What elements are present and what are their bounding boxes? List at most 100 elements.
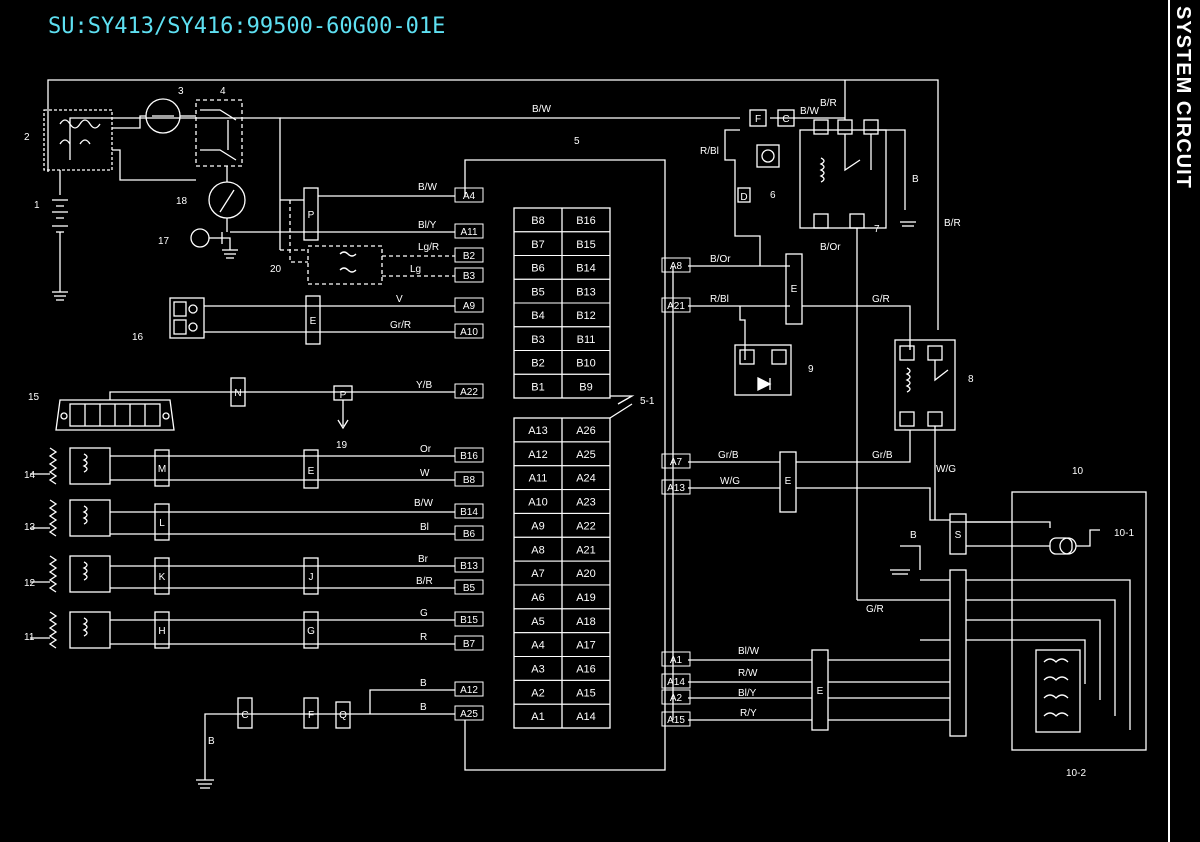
wire-label: W/G <box>936 464 956 475</box>
ecm-pin: A4 <box>531 640 544 652</box>
ecm-pin: B2 <box>531 358 544 370</box>
ecm-left-terminal <box>454 297 484 313</box>
component-15 <box>55 377 455 431</box>
wire-label: R/W <box>738 668 758 679</box>
ecm-left-terminal-label: A4 <box>463 191 476 202</box>
ecm-left-terminal <box>454 471 484 487</box>
ecm-left-terminal-label: B7 <box>463 639 476 650</box>
connector-letter: G <box>307 626 315 637</box>
wire-label: Bl/Y <box>738 688 757 699</box>
ecm-pin: B14 <box>576 263 596 275</box>
wire-label: B <box>420 702 427 713</box>
ecm-left-terminal <box>454 383 484 399</box>
connector-letter: S <box>955 530 962 541</box>
connector-letter: P <box>308 210 315 221</box>
ecm-left-terminal-label: B13 <box>460 561 478 572</box>
motor-10-block <box>857 491 1147 751</box>
ecm-pin: A18 <box>576 616 596 628</box>
wire-label: G/R <box>866 604 884 615</box>
wire-label: B/R <box>416 576 433 587</box>
ecm-pin: A3 <box>531 664 544 676</box>
ecm-left-terminal <box>454 323 484 339</box>
wire-label: Or <box>420 444 432 455</box>
callout-number: 17 <box>158 236 170 247</box>
ecm-right-terminal-label: A21 <box>667 301 685 312</box>
ecm-pin: A25 <box>576 449 596 461</box>
diagram-title: SU:SY413/SY416:99500-60G00-01E <box>48 14 446 39</box>
ecm-pin: B16 <box>576 215 596 227</box>
connector-letter: E <box>308 466 315 477</box>
indicator-lamp <box>112 98 196 134</box>
callout-number: 19 <box>336 440 348 451</box>
ecm-left-terminal-label: A22 <box>460 387 478 398</box>
callout-number: 2 <box>24 132 30 143</box>
ecm-pin: B12 <box>576 310 596 322</box>
main-relay <box>112 99 243 181</box>
ecm-left-terminal-label: B3 <box>463 271 476 282</box>
ecm-pin: A19 <box>576 592 596 604</box>
ecm-pin: A12 <box>528 449 548 461</box>
ecm-right-terminal-label: A7 <box>670 457 683 468</box>
ecm-pin: A14 <box>576 711 596 723</box>
wire-label: B/W <box>532 104 551 115</box>
wire-label: B <box>420 678 427 689</box>
ecm-left-terminal <box>454 681 484 697</box>
component-9 <box>734 344 792 396</box>
callout-number: 20 <box>270 264 282 275</box>
ecm-pin: A21 <box>576 544 596 556</box>
wire-label: R/Bl <box>700 146 719 157</box>
wire-label: W/G <box>720 476 740 487</box>
ecm-pin: B3 <box>531 334 544 346</box>
battery <box>52 185 68 301</box>
connector-letter: C <box>782 114 789 125</box>
ecm-left-terminal-label: B14 <box>460 507 478 518</box>
wire-label: W <box>420 468 430 479</box>
ecm-pin: A15 <box>576 687 596 699</box>
wire-label: Gr/B <box>872 450 893 461</box>
right-wiring <box>672 129 950 731</box>
connector-letter: K <box>159 572 166 583</box>
ecm-pin: B6 <box>531 263 544 275</box>
ecm-pin: A16 <box>576 664 596 676</box>
ecm-pin: A1 <box>531 711 544 723</box>
connector-p-left <box>230 187 455 241</box>
ecm-left-terminal-label: B6 <box>463 529 476 540</box>
wire-label: B/R <box>820 98 837 109</box>
side-divider <box>1168 0 1170 842</box>
ecm-right-terminal <box>661 297 691 313</box>
ecm-pin: B15 <box>576 239 596 251</box>
ecm-right-terminal <box>661 711 691 727</box>
connector-letter: H <box>158 626 165 637</box>
wire-label: Lg <box>410 264 421 275</box>
ecm-right-terminal <box>661 257 691 273</box>
ecm-right-terminal-label: A8 <box>670 261 683 272</box>
wire-label: R <box>420 632 427 643</box>
ecm-left-terminal-label: B8 <box>463 475 476 486</box>
ecm-left-terminal-label: B16 <box>460 451 478 462</box>
wire-label: Gr/R <box>390 320 411 331</box>
ground-connectors <box>196 689 455 789</box>
connector-letter: C <box>241 710 248 721</box>
ecm-right-terminal <box>661 453 691 469</box>
ecm-pin: B13 <box>576 286 596 298</box>
connector-letter: E <box>791 284 798 295</box>
connector-letter: E <box>785 476 792 487</box>
ecm-left-terminal-label: B5 <box>463 583 476 594</box>
ecm-right-terminal <box>661 673 691 689</box>
callout-number: 11 <box>24 632 35 643</box>
connector-letter: F <box>308 710 314 721</box>
relay-6 <box>737 109 795 203</box>
ecm-left-terminal <box>454 705 484 721</box>
ecm-pin: B10 <box>576 358 596 370</box>
dashed-connector-20 <box>280 200 455 285</box>
ecm-left-terminal <box>454 525 484 541</box>
ecm-pin: A9 <box>531 520 544 532</box>
ecm-pin: A23 <box>576 497 596 509</box>
ecm-left-terminal-label: B15 <box>460 615 478 626</box>
ecm-right-terminal-label: A14 <box>667 677 685 688</box>
ecm-pin: A6 <box>531 592 544 604</box>
callout-number: 5 <box>574 136 580 147</box>
ecm-left-terminal-label: A12 <box>460 685 478 696</box>
ecm-left-terminal-label: B2 <box>463 251 476 262</box>
component-16 <box>169 295 455 345</box>
